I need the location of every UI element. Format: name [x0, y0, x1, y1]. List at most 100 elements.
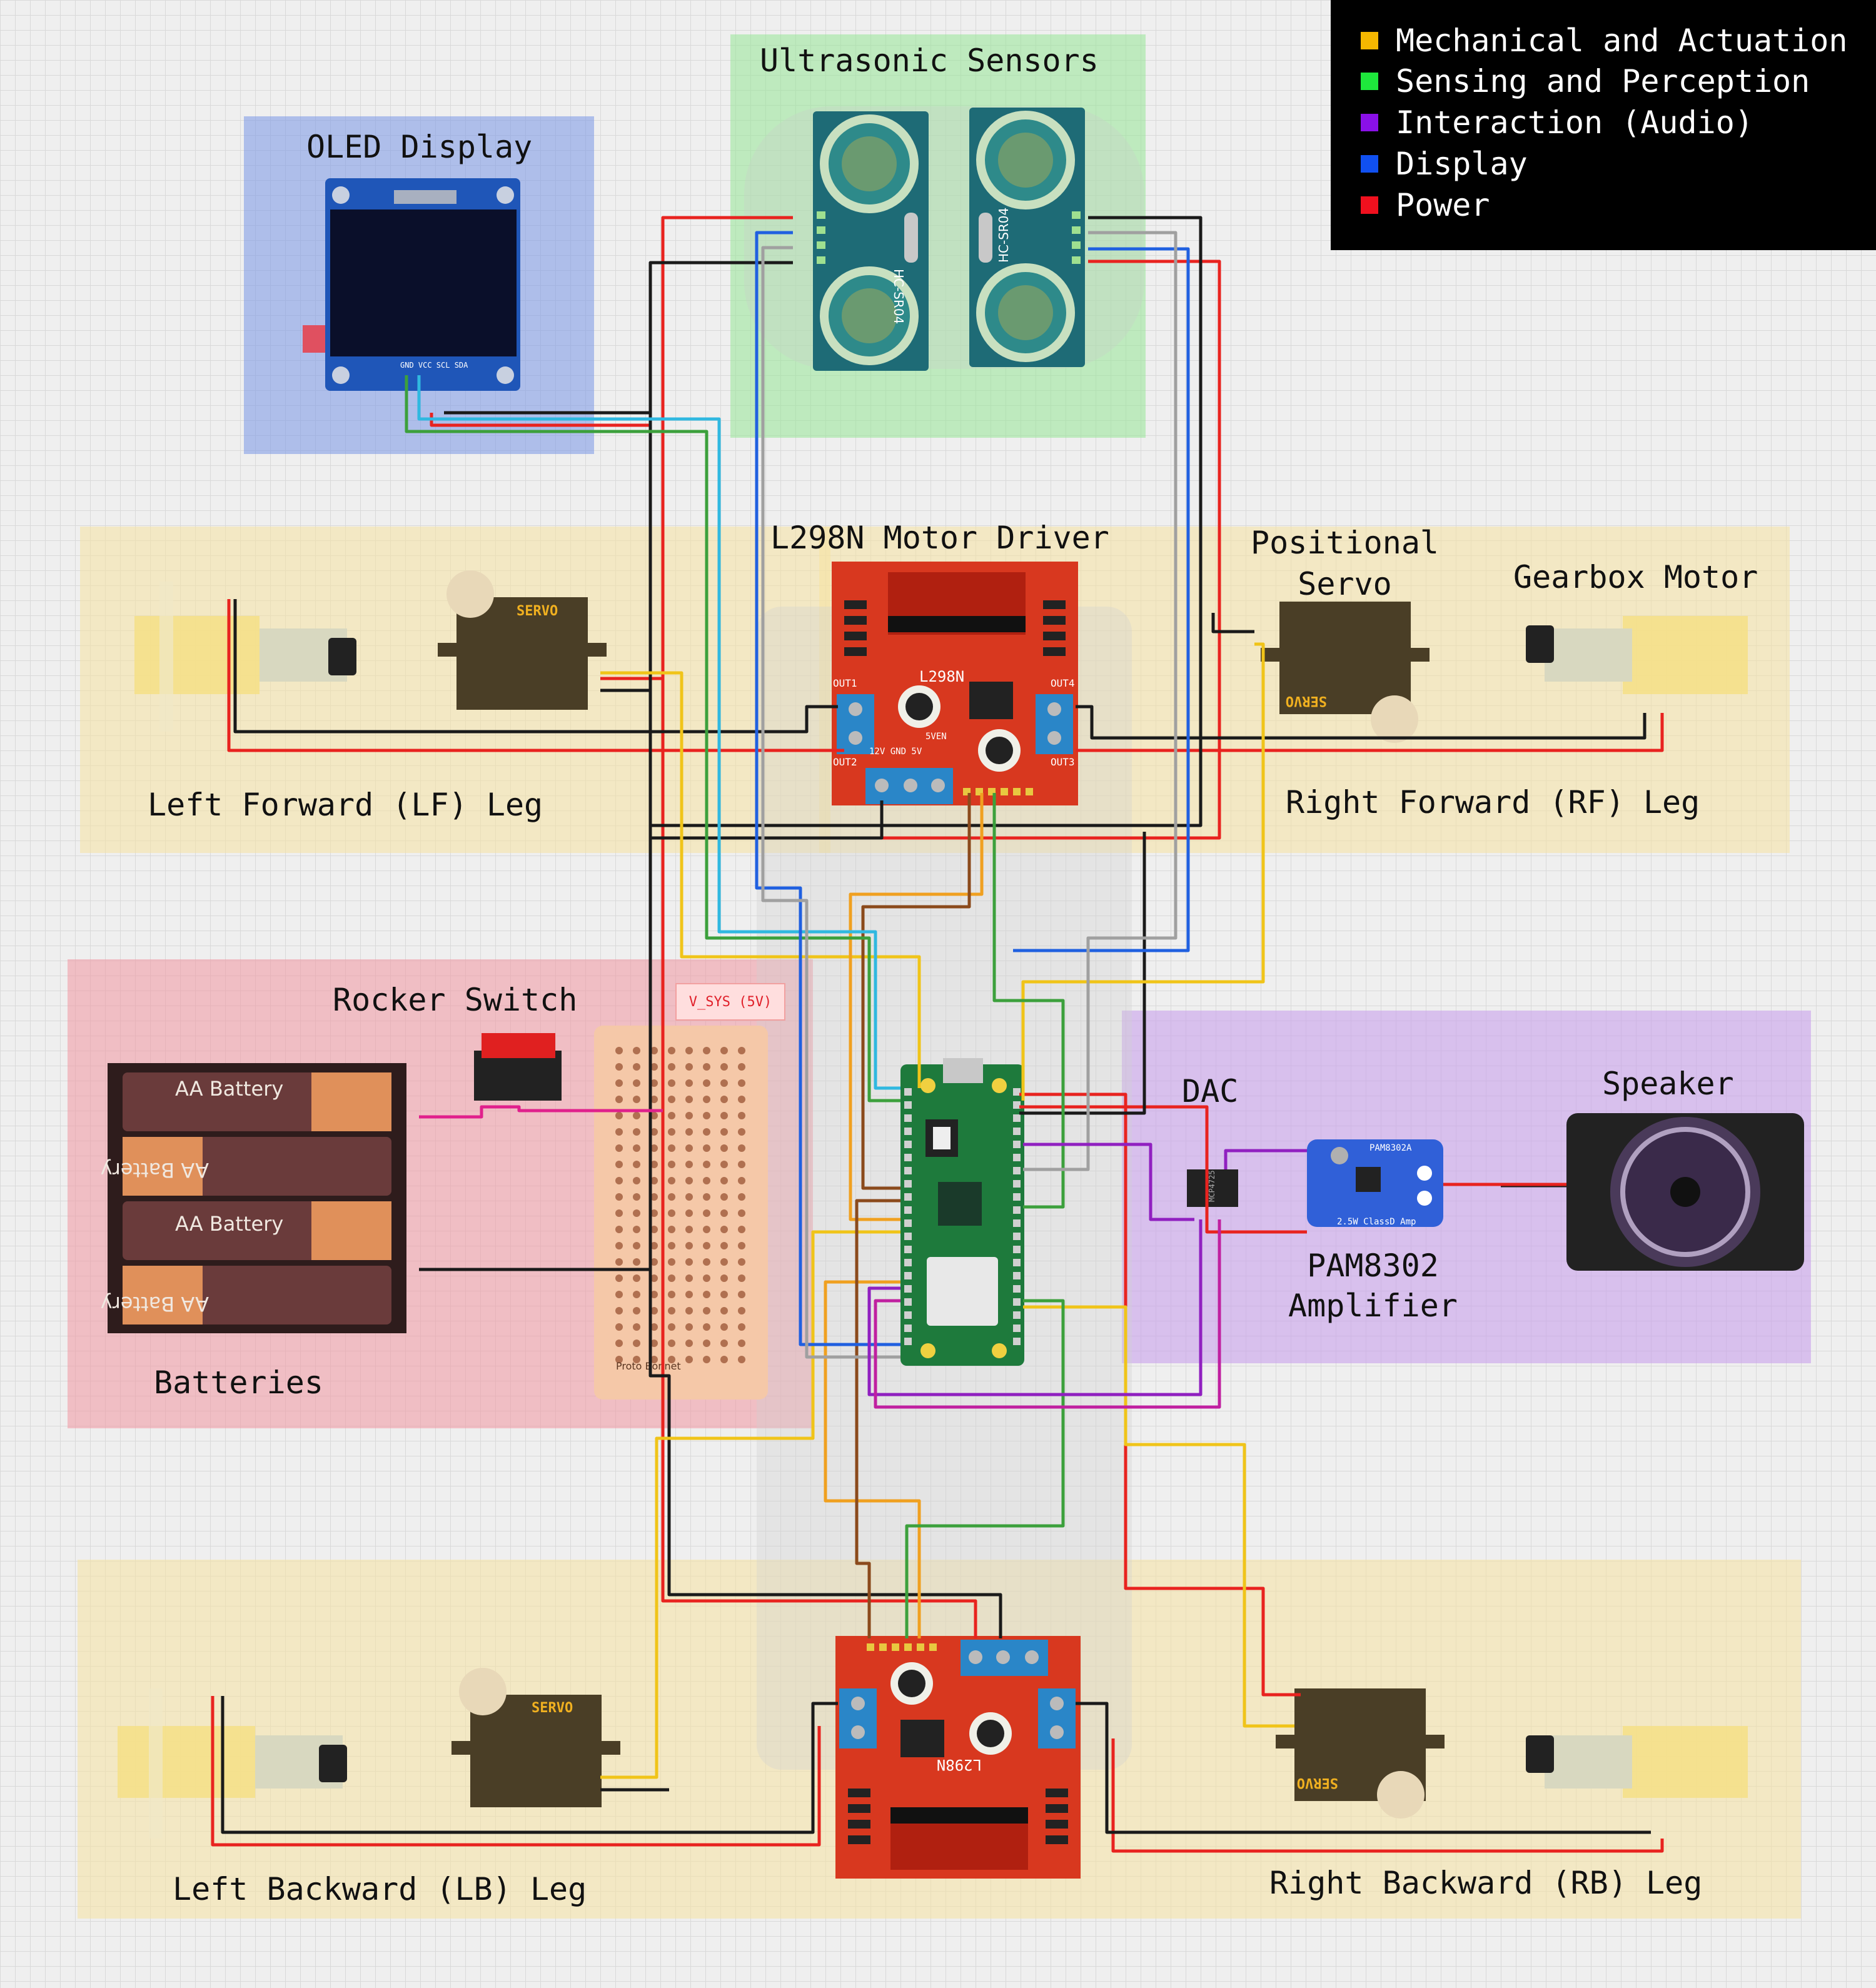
wire-ground-black	[650, 216, 1203, 827]
bonnet-hole	[738, 1063, 745, 1071]
pico-pin	[904, 1233, 912, 1240]
ultrasonic-sensor-right: HC-SR04	[969, 108, 1085, 367]
svg-text:OUT1: OUT1	[833, 677, 857, 689]
bonnet-hole	[685, 1209, 693, 1217]
pico-pin	[1013, 1285, 1021, 1293]
pico-pin	[1013, 1219, 1021, 1227]
bonnet-hole	[615, 1356, 623, 1363]
bonnet-hole	[633, 1079, 640, 1087]
bonnet-hole	[738, 1356, 745, 1363]
wire-oled-scl	[417, 375, 900, 1090]
bonnet-hole	[615, 1128, 623, 1136]
wire-motor-rb	[1111, 1738, 1664, 1853]
bonnet-hole	[633, 1307, 640, 1314]
bonnet-hole	[615, 1047, 623, 1054]
bonnet-hole	[720, 1340, 728, 1347]
legend-item: Mechanical and Actuation	[1361, 22, 1847, 59]
bonnet-hole	[738, 1128, 745, 1136]
proto-bonnet: Proto Bonnet	[594, 1026, 768, 1400]
pico-pin	[904, 1219, 912, 1227]
wire-motor-rf	[1076, 705, 1647, 740]
pico-pin	[1013, 1141, 1021, 1148]
svg-text:AA Battery: AA Battery	[101, 1158, 209, 1182]
bonnet-hole	[650, 1209, 658, 1217]
bonnet-hole	[615, 1209, 623, 1217]
wire-motor-lb	[221, 1696, 838, 1834]
bonnet-hole	[650, 1291, 658, 1298]
pico-pin	[904, 1272, 912, 1279]
bonnet-hole	[685, 1096, 693, 1103]
bonnet-hole	[720, 1193, 728, 1201]
legend-label: Sensing and Perception	[1396, 63, 1810, 99]
bonnet-hole	[703, 1047, 710, 1054]
bonnet-hole	[738, 1291, 745, 1298]
wire-ground-black	[1019, 832, 1146, 1115]
pico-pin	[904, 1338, 912, 1345]
bonnet-hole	[738, 1177, 745, 1184]
bonnet-hole	[668, 1307, 675, 1314]
wire-switch	[419, 1105, 663, 1119]
svg-text:GND VCC SCL SDA: GND VCC SCL SDA	[400, 361, 468, 370]
svg-text:HC-SR04: HC-SR04	[996, 208, 1011, 263]
bonnet-hole	[633, 1161, 640, 1168]
bonnet-hole	[615, 1340, 623, 1347]
bonnet-hole	[685, 1291, 693, 1298]
bonnet-hole	[738, 1307, 745, 1314]
bonnet-hole	[650, 1323, 658, 1331]
pico-pin	[904, 1180, 912, 1188]
bonnet-hole	[650, 1047, 658, 1054]
bonnet-hole	[685, 1356, 693, 1363]
bonnet-hole	[703, 1193, 710, 1201]
bonnet-hole	[650, 1340, 658, 1347]
bonnet-hole	[633, 1242, 640, 1249]
wire-control-orange	[849, 793, 984, 1221]
wire-servo-signal	[600, 671, 921, 1088]
bonnet-hole	[720, 1242, 728, 1249]
bonnet-hole	[633, 1274, 640, 1282]
svg-text:12V GND 5V: 12V GND 5V	[869, 747, 922, 757]
bonnet-hole	[650, 1096, 658, 1103]
bonnet-hole	[633, 1047, 640, 1054]
bonnet-hole	[720, 1356, 728, 1363]
bonnet-hole	[720, 1079, 728, 1087]
bonnet-hole	[615, 1112, 623, 1119]
servo-lb: SERVO	[451, 1668, 620, 1807]
bonnet-hole	[703, 1112, 710, 1119]
bonnet-hole	[615, 1161, 623, 1168]
bonnet-hole	[703, 1258, 710, 1266]
bonnet-hole	[668, 1079, 675, 1087]
wire-power-red	[661, 216, 977, 1638]
pico-pin	[904, 1298, 912, 1306]
rocker-switch	[474, 1033, 562, 1101]
bonnet-hole	[633, 1112, 640, 1119]
dac-chip: MCP4725	[1187, 1169, 1238, 1207]
pico-pin	[1013, 1193, 1021, 1201]
bonnet-hole	[668, 1128, 675, 1136]
bonnet-hole	[633, 1323, 640, 1331]
bonnet-hole	[685, 1128, 693, 1136]
wire-servo-rf-gnd	[1211, 613, 1254, 633]
bonnet-hole	[720, 1112, 728, 1119]
bonnet-hole	[668, 1144, 675, 1152]
wire-control-green	[992, 793, 1065, 1209]
wire-audio	[1023, 1143, 1194, 1221]
svg-text:OUT4: OUT4	[1051, 677, 1075, 689]
bonnet-hole	[738, 1226, 745, 1233]
bonnet-hole	[703, 1323, 710, 1331]
bonnet-hole	[738, 1274, 745, 1282]
bonnet-hole	[668, 1161, 675, 1168]
wire-ground-black	[648, 261, 1002, 1638]
svg-text:5VEN: 5VEN	[925, 732, 947, 742]
bonnet-hole	[633, 1356, 640, 1363]
bonnet-hole	[633, 1193, 640, 1201]
gearbox-motor-rf	[1526, 616, 1748, 694]
pico-pin	[1013, 1167, 1021, 1174]
bonnet-hole	[633, 1226, 640, 1233]
pico-pin	[1013, 1128, 1021, 1135]
bonnet-hole	[615, 1323, 623, 1331]
bonnet-hole	[738, 1144, 745, 1152]
wire-control-green	[905, 1299, 1065, 1638]
bonnet-hole	[703, 1063, 710, 1071]
pico-pin	[1013, 1298, 1021, 1306]
bonnet-hole	[720, 1096, 728, 1103]
